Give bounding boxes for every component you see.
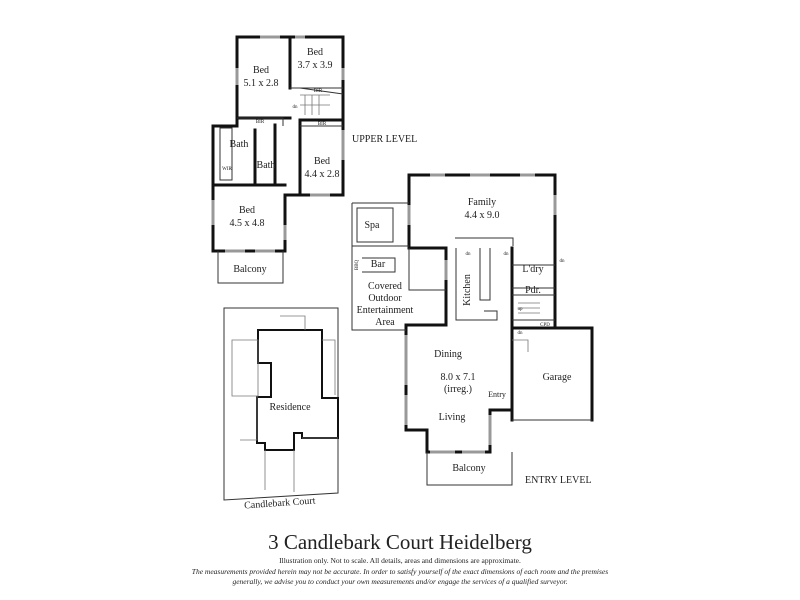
spa-label: Spa <box>365 220 381 231</box>
room-label-bed-1: Bed <box>253 65 269 76</box>
disclaimer-line-1: Illustration only. Not to scale. All det… <box>279 556 521 565</box>
bar-label: Bar <box>371 259 386 270</box>
living-note: (irreg.) <box>444 384 472 395</box>
dining-label: Dining <box>434 349 462 360</box>
outdoor-label-line-3: Entertainment <box>357 305 414 316</box>
bbq-label: BBQ <box>355 259 360 270</box>
garage-label: Garage <box>543 372 572 383</box>
dn-label: dn <box>466 252 472 257</box>
room-label-bed-2: Bed <box>307 47 323 58</box>
laundry-label: L'dry <box>522 264 543 275</box>
upper-level-label: UPPER LEVEL <box>352 134 417 145</box>
cpd-label: CPD <box>540 323 550 328</box>
room-label-bed-3: Bed <box>314 156 330 167</box>
property-title: 3 Candlebark Court Heidelberg <box>268 530 532 554</box>
entry-balcony-label: Balcony <box>452 463 485 474</box>
entry-label: Entry <box>488 390 506 399</box>
living-label: Living <box>439 412 466 423</box>
site-plan: Residence Candlebark Court <box>223 307 339 512</box>
room-label-bath-1: Bath <box>230 139 249 150</box>
street-label: Candlebark Court <box>244 496 316 512</box>
room-label-bed-4: Bed <box>239 205 255 216</box>
bir-label: BIR <box>314 89 323 94</box>
bir-label: BIR <box>318 122 327 127</box>
dn-label: dn <box>518 331 524 336</box>
up-label: up <box>518 307 524 312</box>
outdoor-label-line-4: Area <box>375 317 395 328</box>
outdoor-label-line-2: Outdoor <box>368 293 402 304</box>
living-dims: 8.0 x 7.1 <box>441 372 476 383</box>
wir-label: WIR <box>222 167 232 172</box>
room-dims-family: 4.4 x 9.0 <box>465 210 500 221</box>
room-label-family: Family <box>468 197 496 208</box>
kitchen-label: Kitchen <box>462 274 473 306</box>
room-dims-bed-4: 4.5 x 4.8 <box>230 218 265 229</box>
room-dims-bed-2: 3.7 x 3.9 <box>298 60 333 71</box>
bir-label: BIR <box>256 120 265 125</box>
upper-level-plan: Bed 5.1 x 2.8 Bed 3.7 x 3.9 Bed 4.4 x 2.… <box>211 35 417 284</box>
outdoor-label-line-1: Covered <box>368 281 402 292</box>
entry-level-plan: Family 4.4 x 9.0 Spa Bar BBQ Covered Out… <box>351 173 594 486</box>
residence-label: Residence <box>269 402 311 413</box>
entry-level-label: ENTRY LEVEL <box>525 475 592 486</box>
room-dims-bed-3: 4.4 x 2.8 <box>305 169 340 180</box>
dn-label: dn <box>560 259 566 264</box>
room-label-bath-2: Bath <box>257 160 276 171</box>
powder-label: Pdr. <box>525 285 541 296</box>
dn-label: dn <box>504 252 510 257</box>
room-dims-bed-1: 5.1 x 2.8 <box>244 78 279 89</box>
disclaimer-line-2: The measurements provided herein may not… <box>191 567 609 586</box>
room-label-upper-balcony: Balcony <box>233 264 266 275</box>
stairs-dn-label: dn <box>293 105 299 110</box>
